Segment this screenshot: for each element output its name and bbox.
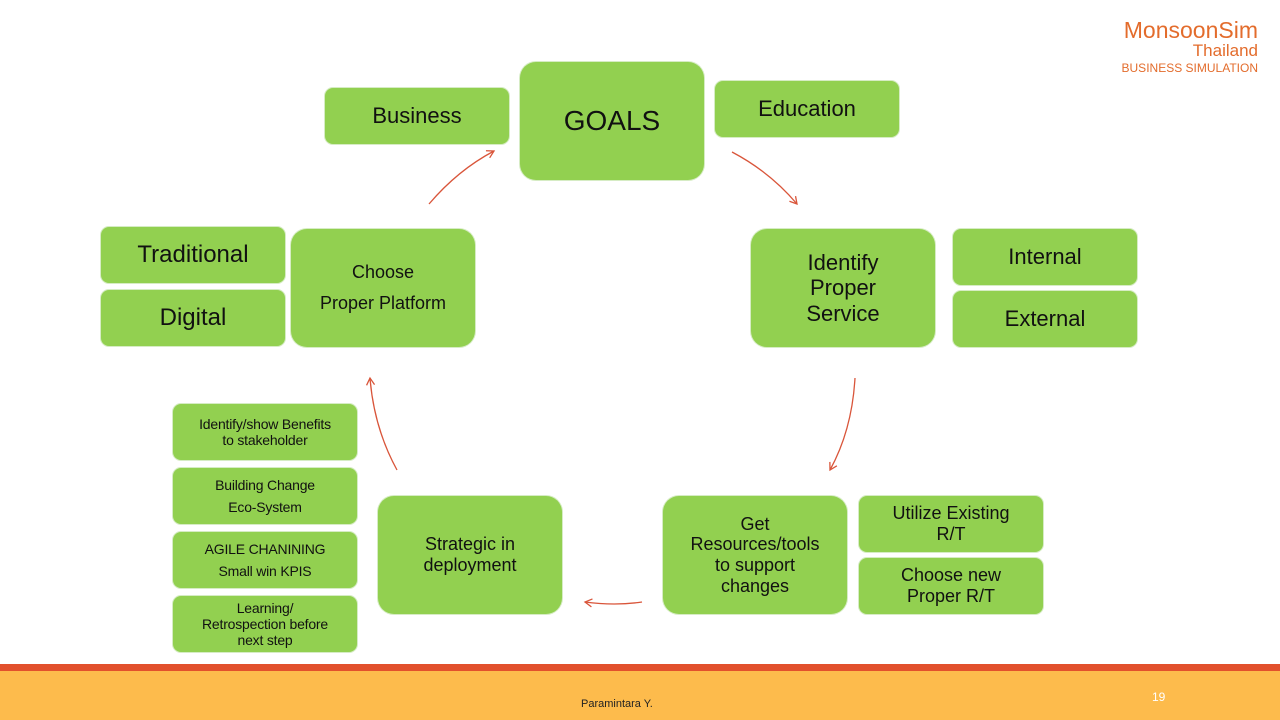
business-box: Business — [325, 88, 509, 144]
logo-line-3: BUSINESS SIMULATION — [1121, 61, 1258, 75]
benefits-box: Identify/show Benefits to stakeholder — [173, 404, 357, 460]
goals-box: GOALS — [520, 62, 704, 180]
page-number: 19 — [1152, 690, 1166, 704]
identify-service-box: Identify Proper Service — [751, 229, 935, 347]
footer-band — [0, 671, 1280, 720]
choose-new-box: Choose new Proper R/T — [859, 558, 1043, 614]
utilize-existing-box: Utilize Existing R/T — [859, 496, 1043, 552]
traditional-box: Traditional — [101, 227, 285, 283]
external-box: External — [953, 291, 1137, 347]
arrow-goals-to-service — [731, 151, 798, 206]
arrow-platform-to-goals — [428, 150, 496, 205]
choose-platform-box: Choose Proper Platform — [291, 229, 475, 347]
logo-line-1: MonsoonSim — [1123, 17, 1258, 43]
learning-box: Learning/ Retrospection before next step — [173, 596, 357, 652]
education-box: Education — [715, 81, 899, 137]
strategic-box: Strategic in deployment — [378, 496, 562, 614]
internal-box: Internal — [953, 229, 1137, 285]
agile-box: AGILE CHANINING Small win KPIS — [173, 532, 357, 588]
brand-logo: MonsoonSim Thailand BUSINESS SIMULATION — [1122, 18, 1258, 76]
arrow-resources-to-strategic — [583, 598, 643, 608]
arrow-service-to-resources — [829, 377, 856, 472]
building-change-box: Building Change Eco-System — [173, 468, 357, 524]
footer-author: Paramintara Y. — [581, 698, 653, 710]
digital-box: Digital — [101, 290, 285, 346]
footer-accent-line — [0, 664, 1280, 671]
logo-line-2: Thailand — [1192, 41, 1258, 60]
arrow-strategic-to-platform — [365, 376, 398, 471]
get-resources-box: Get Resources/tools to support changes — [663, 496, 847, 614]
